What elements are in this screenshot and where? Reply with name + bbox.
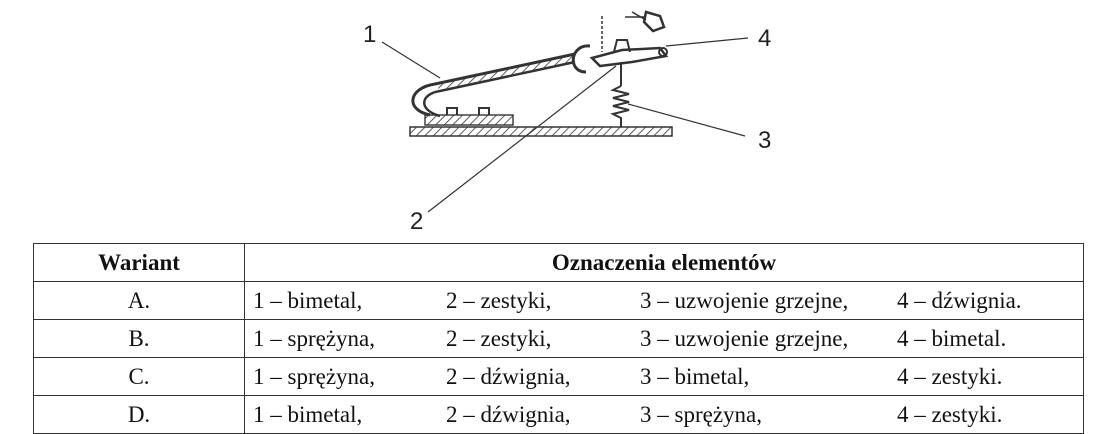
table-row-a[interactable]: A. 1 – bimetal, 2 – zestyki, 3 – uzwojen… [33,281,1084,320]
part-3: 3 – uzwojenie grzejne, [640,326,849,351]
table-header-row: Wariant Oznaczenia elementów [33,243,1084,282]
part-1: 1 – bimetal, [253,288,363,313]
part-3: 3 – bimetal, [640,364,750,389]
bimetal-lower-strip [424,114,514,126]
callout-4: 4 [758,25,771,52]
element-labels: 1 – sprężyna, 2 – dźwignia, 3 – bimetal,… [244,357,1084,396]
part-2: 2 – zestyki, [446,288,552,313]
table-row-d[interactable]: D. 1 – bimetal, 2 – dźwignia, 3 – spręży… [33,395,1084,434]
bracket-right [478,107,490,115]
mechanism-diagram: 1 2 3 4 [363,10,771,235]
leader-1 [381,41,441,79]
contact-spring [631,11,647,21]
leader-2 [427,65,617,213]
spring [610,85,630,127]
element-labels: 1 – bimetal, 2 – zestyki, 3 – uzwojenie … [244,281,1084,320]
header-variant: Wariant [33,243,245,282]
part-4: 4 – bimetal. [897,326,1007,351]
bracket-left [446,107,458,115]
callout-1: 1 [363,21,376,48]
element-labels: 1 – sprężyna, 2 – zestyki, 3 – uzwojenie… [244,319,1084,358]
bimetal-strip-inner [423,60,576,118]
part-4: 4 – dźwignia. [897,288,1022,313]
contact-head [642,10,666,33]
bimetal-strip-hatch [437,55,576,90]
header-elements: Oznaczenia elementów [244,243,1084,282]
part-1: 1 – sprężyna, [253,364,375,389]
answer-table: Wariant Oznaczenia elementów A. 1 – bime… [33,243,1084,434]
leader-3 [627,103,746,137]
part-3: 3 – sprężyna, [640,402,762,427]
base-plate [409,126,673,137]
bimetal-strip [411,52,576,117]
variant-label: D. [33,395,245,434]
table-row-b[interactable]: B. 1 – sprężyna, 2 – zestyki, 3 – uzwoje… [33,319,1084,358]
callout-3: 3 [758,127,771,154]
part-2: 2 – dźwignia, [446,364,571,389]
callout-2: 2 [410,208,423,235]
part-1: 1 – sprężyna, [253,326,375,351]
part-2: 2 – dźwignia, [446,402,571,427]
element-labels: 1 – bimetal, 2 – dźwignia, 3 – sprężyna,… [244,395,1084,434]
part-4: 4 – zestyki. [897,402,1003,427]
part-4: 4 – zestyki. [897,364,1003,389]
part-1: 1 – bimetal, [253,402,363,427]
variant-label: A. [33,281,245,320]
variant-label: C. [33,357,245,396]
lever-pin [613,39,631,53]
part-3: 3 – uzwojenie grzejne, [640,288,849,313]
part-2: 2 – zestyki, [446,326,552,351]
leader-4 [665,37,749,47]
variant-label: B. [33,319,245,358]
lever-tip [658,47,668,57]
table-row-c[interactable]: C. 1 – sprężyna, 2 – dźwignia, 3 – bimet… [33,357,1084,396]
hook [571,44,591,74]
